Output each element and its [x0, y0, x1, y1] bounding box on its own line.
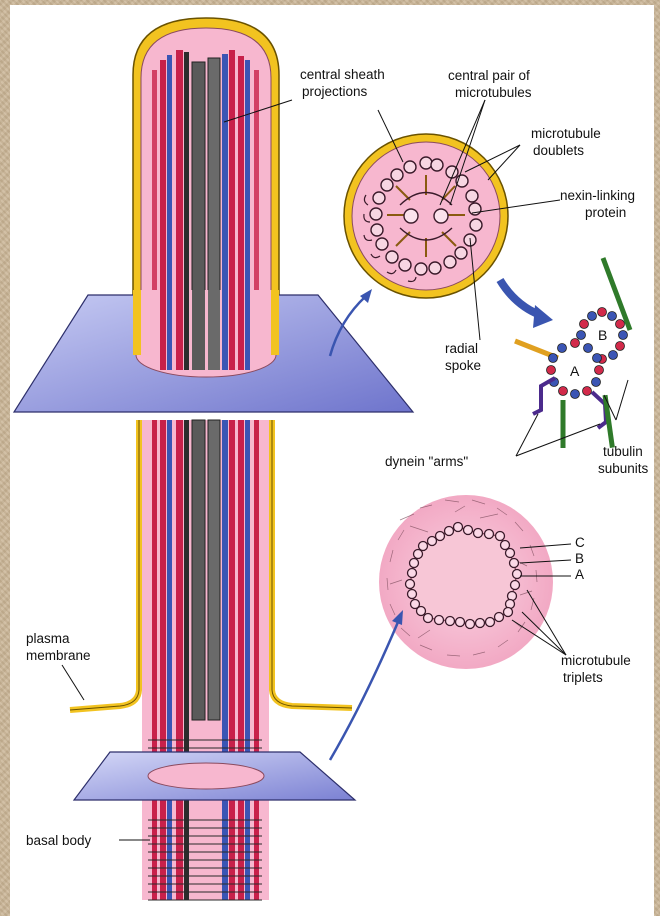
label-doublet-b: B [598, 327, 607, 343]
label-triplets-2: triplets [563, 670, 603, 685]
label-triplet-a: A [575, 567, 584, 582]
arrow-to-doublet [500, 280, 540, 315]
text-labels: central sheath projections central pair … [26, 67, 649, 848]
central-tubule-left [404, 209, 418, 223]
arrow-to-basal-section [330, 622, 398, 760]
nexin-rod [603, 258, 630, 330]
label-basal-body: basal body [26, 833, 92, 848]
plasma-membrane-line [70, 420, 139, 710]
label-plasma-membrane-1: plasma [26, 631, 70, 646]
label-central-pair-2: microtubules [455, 85, 532, 100]
label-dynein-arms: dynein "arms" [385, 454, 468, 469]
axoneme-cross-section [344, 134, 508, 298]
central-tubule-right [434, 209, 448, 223]
cilium-lower-shaft [70, 420, 352, 900]
label-doublet-a: A [570, 363, 580, 379]
label-central-sheath-2: projections [302, 84, 368, 99]
label-triplet-b: B [575, 551, 584, 566]
plasma-membrane-leader [62, 665, 84, 700]
label-central-sheath-1: central sheath [300, 67, 385, 82]
label-doublets-2: doublets [533, 143, 584, 158]
label-plasma-membrane-2: membrane [26, 648, 91, 663]
label-triplet-c: C [575, 535, 585, 550]
lower-section-plane [74, 752, 355, 800]
label-central-pair-1: central pair of [448, 68, 530, 83]
label-radial-spoke-1: radial [445, 341, 478, 356]
label-triplets-1: microtubule [561, 653, 631, 668]
plasma-membrane-line-right [272, 420, 352, 708]
doublet-detail [515, 258, 630, 448]
label-nexin-1: nexin-linking [560, 188, 635, 203]
label-radial-spoke-2: spoke [445, 358, 481, 373]
label-doublets-1: microtubule [531, 126, 601, 141]
basal-body-cross-section [379, 495, 553, 669]
label-tubulin-2: subunits [598, 461, 649, 476]
label-tubulin-1: tubulin [603, 444, 643, 459]
label-nexin-2: protein [585, 205, 626, 220]
